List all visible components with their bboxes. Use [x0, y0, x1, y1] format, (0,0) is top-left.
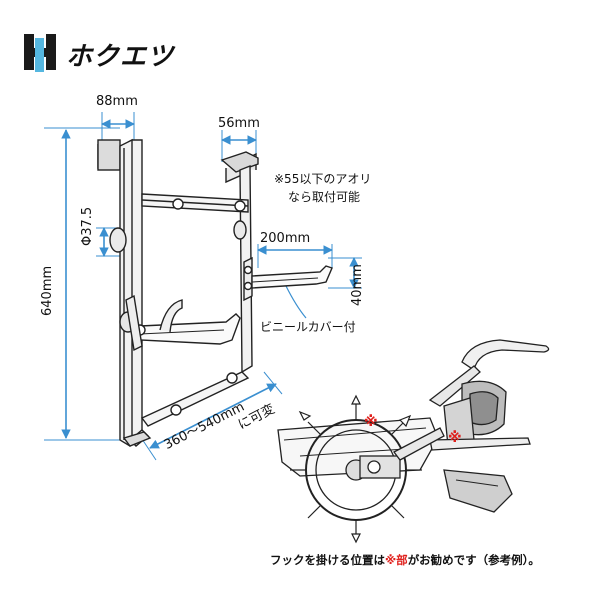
hanger-rack: [97, 138, 333, 447]
caption-prefix: フックを掛ける位置は: [270, 553, 385, 567]
brand-logo: [22, 30, 192, 74]
caption-suffix: がお勧めです（参考例）。: [407, 553, 540, 567]
brand-name: ホクエツ: [66, 42, 175, 72]
hook-position-marks: ※ ※: [364, 414, 462, 446]
dim-hook-gap: 56mm: [218, 116, 260, 131]
dim-height: 640mm: [40, 265, 55, 316]
dim-arm-height: 40mm: [350, 264, 365, 306]
hokuetsu-h-logo-icon: [24, 34, 56, 72]
note-aori-line2: なら取付可能: [288, 190, 361, 204]
mark-frame: ※: [448, 430, 462, 446]
note-aori-line1: ※55以下のアオリ: [274, 172, 372, 186]
dim-arm-length: 200mm: [260, 231, 311, 246]
dim-width-top: 88mm: [96, 94, 138, 109]
cultivator-illustration: [277, 339, 550, 544]
dimension-lines: [44, 112, 362, 461]
note-vinyl-cover: ビニールカバー付: [260, 320, 356, 334]
mark-wheel: ※: [364, 414, 378, 430]
caption-highlight: ※部: [385, 553, 408, 567]
note-aori: ※55以下のアオリ なら取付可能: [274, 170, 371, 206]
dim-diameter: Φ37.5: [80, 206, 95, 246]
caption: フックを掛ける位置は※部がお勧めです（参考例）。: [270, 552, 540, 568]
